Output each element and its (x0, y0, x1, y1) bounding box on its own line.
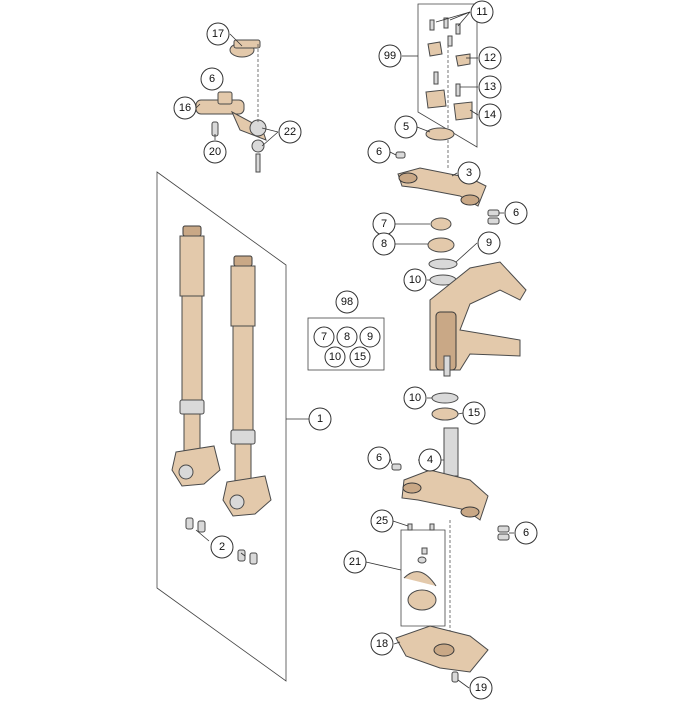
callout-6b-label: 6 (376, 146, 382, 158)
callout-11: 11 (470, 0, 494, 24)
callout-6d: 6 (367, 446, 391, 470)
kit-98-item-10: 10 (324, 346, 346, 368)
callout-6e-label: 6 (523, 527, 529, 539)
callout-10a: 10 (403, 268, 427, 292)
callout-11-label: 11 (476, 6, 487, 18)
callout-25: 25 (370, 509, 394, 533)
callout-18: 18 (370, 632, 394, 656)
callout-6b: 6 (367, 140, 391, 164)
callout-99: 99 (378, 44, 402, 68)
callout-1-label: 1 (317, 413, 323, 425)
callout-98-label: 98 (341, 296, 353, 308)
callout-6a: 6 (200, 67, 224, 91)
callout-8: 8 (372, 232, 396, 256)
callout-4: 4 (418, 448, 442, 472)
callout-15-label: 15 (468, 407, 480, 419)
callout-10a-label: 10 (409, 274, 421, 286)
callout-98: 98 (335, 290, 359, 314)
callout-7: 7 (372, 212, 396, 236)
kit-98-item-7: 7 (313, 326, 335, 348)
callout-5-label: 5 (403, 121, 409, 133)
bearing-stack-upper (427, 217, 458, 286)
callout-12-label: 12 (484, 52, 496, 64)
callout-21-label: 21 (349, 556, 361, 568)
callout-99-label: 99 (384, 50, 396, 62)
callout-5: 5 (394, 115, 418, 139)
clamp-kit-frame (417, 3, 478, 148)
callout-13: 13 (478, 75, 502, 99)
callout-18-label: 18 (376, 638, 388, 650)
callout-2: 2 (210, 535, 234, 559)
callout-13-label: 13 (484, 81, 496, 93)
callout-9-label: 9 (486, 237, 492, 249)
kit-98-item-7-label: 7 (321, 331, 327, 343)
callout-6d-label: 6 (376, 452, 382, 464)
callout-19: 19 (469, 676, 493, 700)
lower-triple-clamp (391, 427, 510, 541)
upper-triple-clamp (395, 127, 500, 225)
kit-98-item-15: 15 (349, 346, 371, 368)
fork-leg-right (222, 255, 272, 517)
cover-plate-parts (403, 523, 437, 611)
callout-17: 17 (206, 22, 230, 46)
callout-16-label: 16 (179, 102, 191, 114)
lower-guard (395, 625, 489, 683)
kit-98-item-8-label: 8 (344, 331, 350, 343)
callout-19-label: 19 (475, 682, 487, 694)
callout-1: 1 (308, 407, 332, 431)
callout-25-label: 25 (376, 515, 388, 527)
kit-98-item-10-label: 10 (329, 351, 341, 363)
callout-22-label: 22 (284, 126, 296, 138)
callout-15: 15 (462, 401, 486, 425)
callout-4-label: 4 (427, 454, 433, 466)
clamp-kit-parts (425, 17, 473, 121)
callout-16: 16 (173, 96, 197, 120)
callout-6a-label: 6 (209, 73, 215, 85)
callout-10b: 10 (403, 386, 427, 410)
kit-98-item-8: 8 (336, 326, 358, 348)
callout-7-label: 7 (381, 218, 387, 230)
frame-steering-head (429, 261, 527, 377)
callout-3-label: 3 (466, 167, 472, 179)
callout-12: 12 (478, 46, 502, 70)
callout-20-label: 20 (209, 146, 221, 158)
callout-3: 3 (457, 161, 481, 185)
callout-2-label: 2 (219, 541, 225, 553)
kit-98-item-9-label: 9 (367, 331, 373, 343)
callout-14: 14 (478, 103, 502, 127)
callout-6c-label: 6 (513, 207, 519, 219)
fork-assembly-frame (156, 171, 287, 682)
callout-6e: 6 (514, 521, 538, 545)
kit-98-item-9: 9 (359, 326, 381, 348)
callout-20: 20 (203, 140, 227, 164)
axle-clamp-screws (185, 517, 258, 565)
callout-9: 9 (477, 231, 501, 255)
callout-8-label: 8 (381, 238, 387, 250)
callout-10b-label: 10 (409, 392, 421, 404)
kit-98-frame (307, 317, 385, 371)
bearing-stack-lower (431, 392, 459, 421)
callout-22: 22 (278, 120, 302, 144)
callout-17-label: 17 (212, 28, 224, 40)
callout-21: 21 (343, 550, 367, 574)
callout-6c: 6 (504, 201, 528, 225)
steering-damper-group (195, 39, 267, 173)
fork-leg-left (171, 225, 221, 487)
kit-98-item-15-label: 15 (354, 351, 366, 363)
callout-14-label: 14 (484, 109, 496, 121)
